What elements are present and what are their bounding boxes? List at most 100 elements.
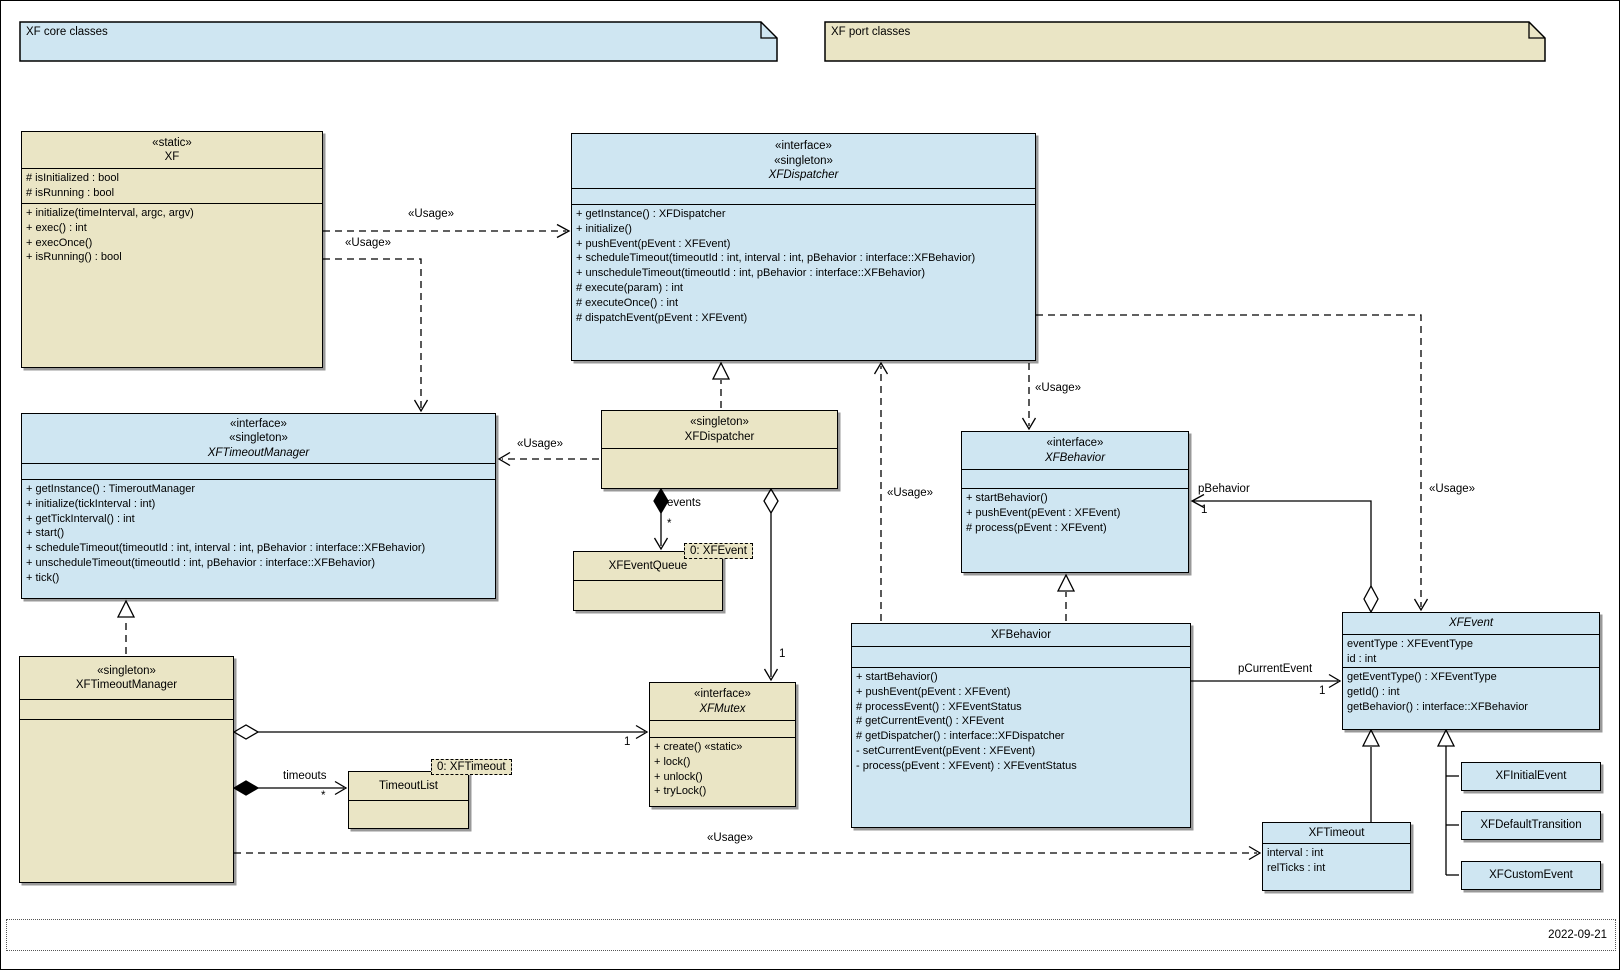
class-name: XFInitialEvent <box>1495 770 1567 783</box>
composition-events-to-xfeventqueue[interactable] <box>653 487 669 551</box>
class-xfinitialevent-header: XFInitialEvent <box>1462 763 1600 790</box>
class-name: XF <box>164 151 180 163</box>
class-timeoutlist-body <box>349 800 468 828</box>
object-note-xftimeout[interactable]: 0: XFTimeout <box>431 759 512 775</box>
class-xfcustomevent[interactable]: XFCustomEvent <box>1461 861 1601 890</box>
class-xf-methods: + initialize(timeInterval, argc, argv) +… <box>22 203 322 367</box>
class-xfbehavior-interface-header: «interface»XFBehavior <box>962 432 1188 469</box>
generalization-xftimeout-to-xfevent[interactable] <box>1361 728 1381 822</box>
usage-label-xf-dispatcher: «Usage» <box>408 208 455 220</box>
class-xftimeoutmanager-interface-header: «interface» «singleton»XFTimeoutManager <box>22 414 495 463</box>
note-port-label: XF port classes <box>831 26 911 38</box>
note-core-label: XF core classes <box>26 26 108 38</box>
class-name: TimeoutList <box>378 779 438 792</box>
class-xfbehavior-attributes <box>852 646 1190 667</box>
class-xfbehavior-interface[interactable]: «interface»XFBehavior + startBehavior() … <box>961 431 1189 573</box>
class-xfdispatcher-interface-header: «interface» «singleton» XFDispatcher <box>572 134 1035 188</box>
multiplicity-mutex-one-left: 1 <box>624 736 631 748</box>
class-xfevent-header: XFEvent <box>1343 613 1599 634</box>
aggregation-xftimeoutmanager-to-xfmutex[interactable] <box>232 724 649 740</box>
usage-label-xf-timeoutmanager: «Usage» <box>345 237 392 249</box>
class-xfevent-attributes: eventType : XFEventType id : int <box>1343 634 1599 667</box>
class-xfinitialevent[interactable]: XFInitialEvent <box>1461 762 1601 791</box>
class-xfeventqueue-header: XFEventQueue <box>574 552 722 580</box>
class-xfmutex-header: «interface» XFMutex <box>650 683 795 720</box>
note-port-shape[interactable] <box>824 21 1548 64</box>
stereotype: «interface» «singleton» <box>229 417 288 445</box>
class-xftimeoutmanager-singleton-header: «singleton»XFTimeoutManager <box>20 657 233 699</box>
class-timeoutlist-header: TimeoutList <box>349 772 468 800</box>
usage-label-dispatcher-timeoutmanager: «Usage» <box>517 438 564 450</box>
class-xf-attributes: # isInitialized : bool # isRunning : boo… <box>22 168 322 203</box>
class-xfeventqueue[interactable]: XFEventQueue <box>573 551 723 611</box>
class-xftimeout-attributes: interval : int relTicks : int <box>1263 843 1410 890</box>
class-xfevent-methods: getEventType() : XFEventType getId() : i… <box>1343 667 1599 729</box>
class-timeoutlist[interactable]: TimeoutList <box>348 771 469 829</box>
stereotype: «interface» <box>694 688 751 700</box>
class-name: XFBehavior <box>990 628 1052 641</box>
diagram-date: 2022-09-21 <box>1548 929 1607 941</box>
usage-arrow-xfdispatcher-if-to-xfbehavior-if[interactable] <box>1021 363 1037 431</box>
class-xfbehavior-methods: + startBehavior() + pushEvent(pEvent : X… <box>852 667 1190 827</box>
role-label-timeouts: timeouts <box>283 770 327 782</box>
role-label-pbehavior: pBehavior <box>1198 483 1250 495</box>
generalization-events-tree[interactable] <box>1436 728 1459 876</box>
aggregation-xfdispatcher-to-xfmutex[interactable] <box>763 487 779 682</box>
class-xftimeout-header: XFTimeout <box>1263 823 1410 843</box>
class-name: XFDispatcher <box>684 430 755 443</box>
class-name: XFMutex <box>699 702 746 715</box>
class-xftimeout[interactable]: XFTimeout interval : int relTicks : int <box>1262 822 1411 891</box>
class-xfdispatcher-interface[interactable]: «interface» «singleton» XFDispatcher + ge… <box>571 133 1036 361</box>
class-xfdispatcher-singleton-header: «singleton»XFDispatcher <box>602 411 837 448</box>
realization-xfdispatcher-singleton[interactable] <box>711 361 731 408</box>
class-name: XFDispatcher <box>768 169 839 182</box>
class-name: XFTimeoutManager <box>75 679 178 691</box>
class-xfbehavior-interface-attributes <box>962 469 1188 488</box>
stereotype: «interface» «singleton» <box>774 140 833 167</box>
class-xftimeoutmanager-interface[interactable]: «interface» «singleton»XFTimeoutManager … <box>21 413 496 599</box>
class-xf[interactable]: «static» XF # isInitialized : bool # isRu… <box>21 131 323 368</box>
usage-arrow-xf-to-xftimeoutmanager-if[interactable] <box>323 258 429 413</box>
class-name: XFEvent <box>1448 617 1494 630</box>
multiplicity-events-many: * <box>667 518 672 530</box>
usage-arrow-xfbehavior-to-xfdispatcher-if[interactable] <box>873 361 889 621</box>
object-note-xfevent[interactable]: 0: XFEvent <box>684 543 753 559</box>
class-xfbehavior[interactable]: XFBehavior + startBehavior() + pushEvent… <box>851 623 1191 828</box>
realization-xfbehavior-class[interactable] <box>1056 573 1076 621</box>
class-xftimeoutmanager-singleton[interactable]: «singleton»XFTimeoutManager <box>19 656 234 883</box>
class-name: XFTimeoutManager <box>207 446 310 459</box>
class-xftimeoutmanager-interface-methods: + getInstance() : TimeroutManager + init… <box>22 479 495 598</box>
class-xfdefaulttransition[interactable]: XFDefaultTransition <box>1461 811 1601 840</box>
usage-arrow-xftimeoutmanager-to-xftimeout[interactable] <box>234 845 1262 861</box>
class-xfdispatcher-singleton-body <box>602 448 837 488</box>
class-xfmutex[interactable]: «interface» XFMutex + create() «static» +… <box>649 682 796 807</box>
diagram-footer: 2022-09-21 <box>6 919 1616 951</box>
association-pbehavior[interactable] <box>1190 493 1379 614</box>
class-xfbehavior-interface-methods: + startBehavior() + pushEvent(pEvent : X… <box>962 488 1188 572</box>
role-label-pcurrentevent: pCurrentEvent <box>1238 663 1313 675</box>
stereotype: «static» <box>152 136 192 149</box>
class-name: XFCustomEvent <box>1489 869 1573 882</box>
class-xfdispatcher-interface-methods: + getInstance() : XFDispatcher + initial… <box>572 204 1035 360</box>
class-xfmutex-methods: + create() «static» + lock() + unlock() … <box>650 737 795 806</box>
realization-xftimeoutmanager-singleton[interactable] <box>116 599 136 654</box>
class-xftimeoutmanager-singleton-body <box>20 719 233 882</box>
multiplicity-pbehavior-one: 1 <box>1201 504 1208 516</box>
class-name: XFDefaultTransition <box>1480 819 1582 832</box>
class-xfbehavior-header: XFBehavior <box>852 624 1190 646</box>
role-label-events: events <box>667 497 701 509</box>
composition-timeouts-to-timeoutlist[interactable] <box>232 780 348 796</box>
note-core-shape[interactable] <box>19 21 780 64</box>
usage-label-dispatcher-behavior: «Usage» <box>1035 382 1082 394</box>
class-xfdispatcher-singleton[interactable]: «singleton»XFDispatcher <box>601 410 838 489</box>
usage-arrow-xfdispatcher-to-xftimeoutmanager-if[interactable] <box>497 451 599 467</box>
class-xfeventqueue-body <box>574 580 722 610</box>
usage-label-dispatcher-xfevent: «Usage» <box>1429 483 1476 495</box>
class-xftimeoutmanager-interface-attributes <box>22 463 495 479</box>
class-xfevent[interactable]: XFEvent eventType : XFEventType id : int… <box>1342 612 1600 730</box>
stereotype: «interface» <box>1046 437 1104 449</box>
class-xfmutex-attributes <box>650 720 795 737</box>
association-pcurrentevent[interactable] <box>1191 673 1342 689</box>
usage-arrow-xf-to-xfdispatcher-if[interactable] <box>323 223 571 239</box>
